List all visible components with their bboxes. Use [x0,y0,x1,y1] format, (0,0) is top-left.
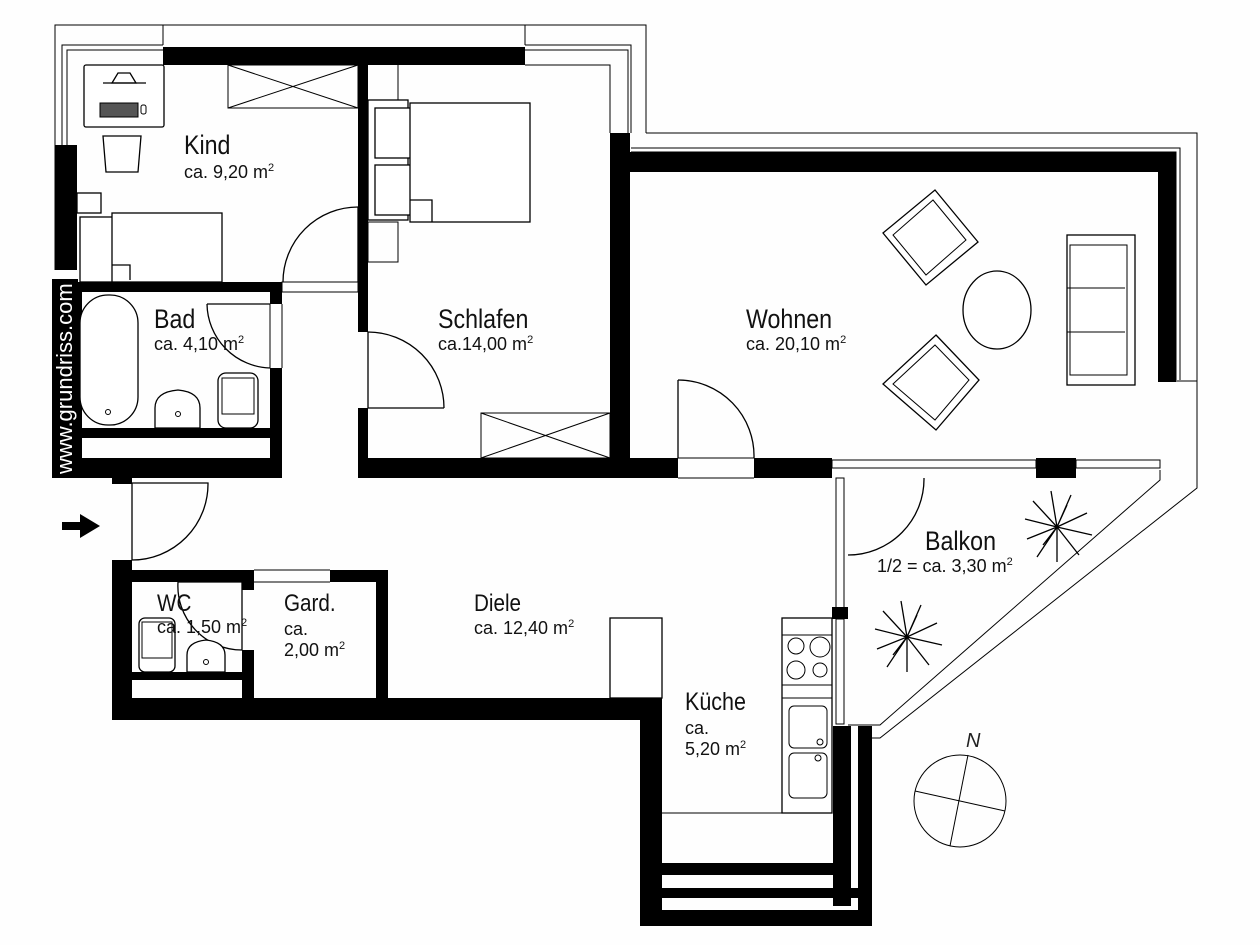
room-balkon: Balkon [925,528,1008,555]
room-area: ca. 20,10 m2 [746,334,847,354]
room-area-line1: ca. [284,619,309,639]
watermark: www.grundriss.com [52,279,78,478]
room-wohnen: Wohnen ca. 20,10 m2 [746,304,847,354]
room-diele: Diele ca. 12,40 m2 [474,590,575,638]
room-area: ca. 1,50 m2 [157,617,248,637]
room-kueche: Küche ca. 5,20 m2 [685,688,756,759]
round-table [962,270,1032,350]
room-name: Kind [184,130,231,160]
plant-1 [1024,490,1093,562]
room-kind: Kind ca. 9,20 m2 [184,130,275,182]
keyboard-icon [99,102,147,118]
room-gard: Gard. ca. 2,00 m2 [284,590,346,660]
room-balkon-area: 1/2 = ca. 3,30 m2 [877,556,1013,576]
room-bad: Bad ca. 4,10 m2 [154,304,245,354]
room-area: ca. 4,10 m2 [154,334,245,354]
armchair-bottom [882,334,980,431]
north-compass [913,754,1007,848]
room-name: Küche [685,688,746,716]
room-name: Balkon [925,526,997,556]
furniture [62,64,1136,848]
room-area: ca. 12,40 m2 [474,618,575,638]
doors [131,206,925,651]
sofa [1066,234,1136,386]
room-area-line1: ca. [685,718,710,738]
armchair-top [882,189,979,286]
arrow-right-icon [62,514,100,538]
room-area: 5,20 m2 [685,739,747,759]
north-label: N [966,730,981,752]
room-area: 2,00 m2 [284,640,346,660]
room-area: ca.14,00 m2 [438,334,534,354]
walls [55,47,1176,926]
windows [227,64,1161,725]
chair-icon [102,135,142,173]
room-name: Gard. [284,590,336,617]
room-name: Diele [474,590,522,617]
room-name: Schlafen [438,304,529,334]
room-area: ca. 9,20 m2 [184,162,275,182]
room-name: Bad [154,304,196,334]
monitor-icon [103,72,146,84]
room-name: Wohnen [746,304,833,334]
room-schlafen: Schlafen ca.14,00 m2 [438,304,543,354]
room-wc: WC ca. 1,50 m2 [157,590,248,637]
room-name: WC [157,590,192,617]
plant-2 [874,600,943,672]
